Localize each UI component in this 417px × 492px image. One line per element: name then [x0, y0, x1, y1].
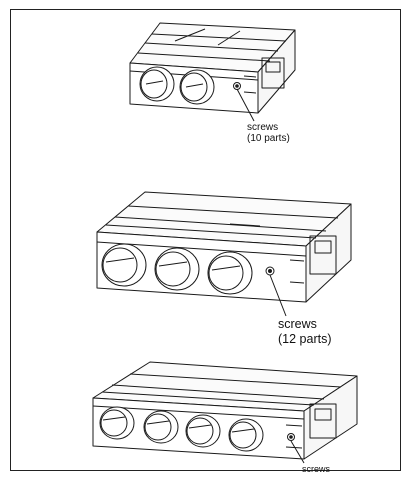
unit-1-screws-label: screws [247, 122, 279, 133]
unit-2-screws-label: screws [278, 317, 317, 331]
unit-2-drawing [96, 191, 352, 317]
unit-1-parts-label: (10 parts) [247, 133, 290, 144]
unit-3-screws-label: screws [302, 464, 331, 474]
unit-3-drawing [92, 361, 358, 464]
unit-1-drawing [129, 22, 296, 122]
unit-2-parts-label: (12 parts) [278, 332, 332, 346]
